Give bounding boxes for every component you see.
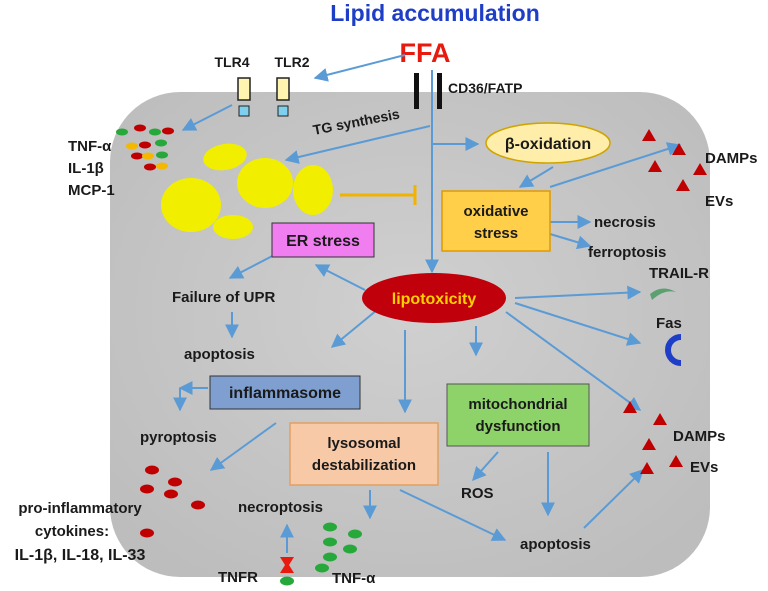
trail-r-label: TRAIL-R — [649, 265, 709, 282]
tnfr-label: TNFR — [218, 569, 258, 586]
beta-oxidation-node — [485, 122, 611, 164]
cd36-fatp-channel-icon — [414, 73, 442, 109]
tlr4-label: TLR4 — [215, 54, 250, 70]
inflammasome-node — [209, 375, 361, 410]
damps-top-label: DAMPs — [705, 150, 758, 167]
er-stress-label: ER stress — [286, 233, 360, 250]
damps-triangles-top — [642, 129, 707, 191]
damps-bottom-label: DAMPs — [673, 428, 726, 445]
tnf-alpha-bottom-label: TNF-α — [332, 570, 376, 587]
diagram-title: Lipid accumulation — [330, 0, 540, 26]
lipotoxicity-label: lipotoxicity — [392, 291, 477, 308]
apoptosis-bottom-label: apoptosis — [520, 536, 591, 553]
fas-receptor-icon — [665, 334, 682, 366]
necrosis-label: necrosis — [594, 214, 656, 231]
pyroptosis-label: pyroptosis — [140, 429, 217, 446]
oxidative-stress-label-2: stress — [474, 225, 518, 242]
er-stress-node — [271, 222, 375, 258]
tnfr-receptor-icon — [280, 557, 294, 586]
tnf-alpha-granules — [315, 522, 362, 573]
pro-inflammatory-label-1: pro-inflammatory — [18, 500, 142, 517]
lysosomal-destabilization-node — [289, 422, 439, 486]
oxidative-stress-label-1: oxidative — [463, 203, 528, 220]
pro-inflammatory-label-2: cytokines: — [35, 523, 109, 540]
mitochondrial-dysfunction-node — [446, 383, 590, 447]
lysosomal-label-1: lysosomal — [327, 435, 400, 452]
beta-oxidation-label: β-oxidation — [505, 136, 591, 153]
pro-inflammatory-granules — [140, 465, 205, 538]
cd36-fatp-label: CD36/FATP — [448, 80, 522, 96]
mito-label-2: dysfunction — [476, 418, 561, 435]
inflammasome-label: inflammasome — [229, 385, 341, 402]
pro-inflammatory-label-3: IL-1β, IL-18, IL-33 — [15, 547, 146, 564]
lysosomal-label-2: destabilization — [312, 457, 416, 474]
ffa-label: FFA — [400, 38, 451, 68]
tlr2-label: TLR2 — [275, 54, 310, 70]
necroptosis-label: necroptosis — [238, 499, 323, 516]
ros-label: ROS — [461, 485, 494, 502]
tlr2-receptor-icon — [276, 77, 290, 117]
mcp1-label: MCP-1 — [68, 182, 115, 199]
damps-triangles-bottom — [623, 401, 683, 474]
failure-upr-label: Failure of UPR — [172, 289, 276, 306]
hepatocyte-cell — [110, 92, 710, 577]
trail-r-icon — [650, 288, 676, 300]
oxidative-stress-node — [441, 190, 551, 252]
tnf-alpha-top-label: TNF-α — [68, 138, 112, 155]
pathway-arrows — [173, 54, 682, 553]
evs-top-label: EVs — [705, 193, 733, 210]
lipotoxicity-node — [362, 273, 506, 323]
cytokine-granules-top — [116, 124, 174, 171]
apoptosis-upr-label: apoptosis — [184, 346, 255, 363]
mito-label-1: mitochondrial — [468, 396, 567, 413]
il1b-top-label: IL-1β — [68, 160, 104, 177]
evs-bottom-label: EVs — [690, 459, 718, 476]
lipid-droplets-icon — [161, 143, 333, 239]
fas-label: Fas — [656, 315, 682, 332]
ferroptosis-label: ferroptosis — [588, 244, 666, 261]
tlr4-receptor-icon — [237, 77, 251, 117]
